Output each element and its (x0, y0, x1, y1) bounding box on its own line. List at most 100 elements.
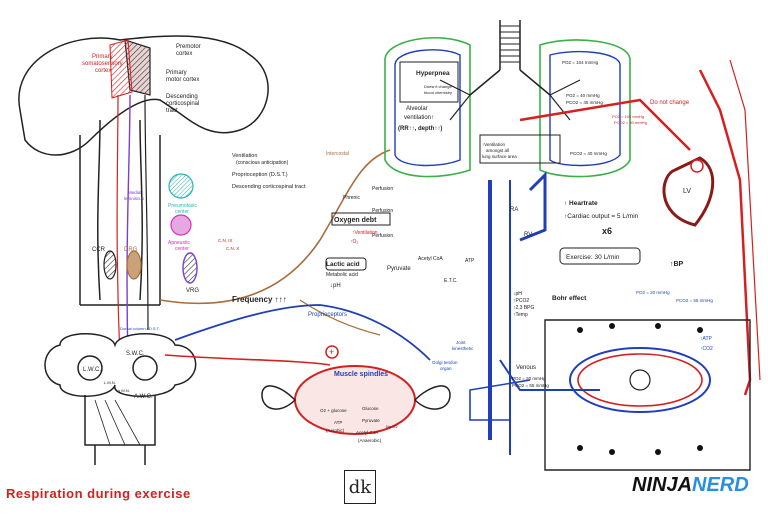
label-phrenic: Phrenic (343, 195, 360, 201)
label-cardiac-output: ↑Cardiac output = 5 L/min (564, 213, 639, 220)
cell-nuclei (577, 323, 703, 455)
label-lv: LV (683, 188, 691, 195)
label-right-pco2: PCO2 = 40 mmHg (614, 120, 647, 125)
label-ra: RA (510, 207, 518, 213)
label-hyperpnea: Hyperpnea (416, 70, 450, 77)
brand-logo: NINJANERD (632, 474, 749, 497)
label-primary-motor-2: motor cortex (166, 77, 199, 83)
label-bohr-1: ↓pH (513, 291, 522, 297)
label-oxygen-debt: Oxygen debt (334, 217, 377, 224)
svg-text:+: + (329, 347, 334, 357)
oxygen-debt-box (331, 212, 391, 226)
label-alveolar-vent: ventilation↑ (404, 115, 434, 121)
label-pneumotaxic-2: center (175, 209, 189, 215)
brain (18, 35, 269, 306)
proprioceptor-pathway (174, 304, 431, 361)
pulmonary-vein (519, 98, 691, 151)
label-bp: ↑BP (670, 261, 684, 268)
label-medial-lemniscus-2: lemniscus (124, 196, 145, 201)
label-premotor-2: cortex (176, 51, 192, 57)
capillary-bed (544, 319, 751, 471)
label-muscle-pyruvate: Pyruvate (362, 418, 380, 423)
label-pco2-45: PCO2 = 45 mmHg (566, 100, 603, 105)
exercise-box (559, 247, 641, 265)
label-pco2-40: PCO2 = 40 mmHg (570, 151, 607, 156)
note-ventilation: Ventilation (232, 153, 257, 159)
label-somatosensory-1: Primary (92, 54, 113, 60)
label-descending-3: tract (166, 108, 178, 114)
label-cap-co2: ↑CO2 (700, 346, 713, 352)
page-title: Respiration during exercise (6, 486, 191, 501)
label-lwc: L.W.C. (83, 367, 101, 373)
label-cn-10: C.N. X (226, 246, 239, 251)
label-o2-up: ↑O₂ (350, 239, 358, 245)
label-somatosensory-3: cortex (95, 68, 111, 74)
label-pyruvate: Pyruvate (387, 266, 411, 272)
label-etc: E.T.C. (444, 278, 458, 284)
label-cap-atp: ↑ATP (700, 336, 713, 342)
label-metabolic-acid: Metabolic acid (326, 272, 358, 278)
label-muscle-glucose: Glucose (362, 406, 379, 411)
label-perfusion-2: Perfusion (372, 208, 393, 214)
label-pneumotaxic-1: Pneumotaxic (168, 203, 197, 209)
label-x6: x6 (602, 226, 612, 236)
label-do-not-change: Do not change (650, 100, 690, 106)
label-amn: α M.N. (118, 388, 130, 393)
label-primary-motor-1: Primary (166, 70, 187, 76)
label-kinesthetic: kinesthetic (452, 346, 474, 351)
label-frequency: Frequency ↑↑↑ (232, 295, 287, 304)
label-venous-pco2: PCO2 = 55 mmHg (512, 383, 549, 388)
label-drg: DRG (124, 247, 138, 253)
ventilation-note-box (479, 134, 561, 164)
note-conscious: (conscious anticipation) (236, 160, 289, 166)
label-muscle-aerobic: (Aerobic) (326, 428, 345, 433)
apneustic-center-shape (170, 214, 192, 236)
label-apneustic-1: Apneustic (168, 240, 190, 246)
note-proprioception: Proprioception (D.S.T.) (232, 172, 288, 178)
label-muscle-atp: ATP (334, 420, 342, 425)
label-ph-down: ↓pH (330, 283, 341, 289)
label-bohr-effect: Bohr effect (552, 295, 587, 302)
label-venous-po2: PO2 = 20 mmHg (512, 376, 546, 381)
label-premotor-1: Premotor (176, 44, 201, 50)
label-cap-po2: PO2 = 20 mmHg (636, 290, 670, 295)
label-intercostal: Intercostal (326, 151, 349, 157)
label-muscle-spindles: Muscle spindles (334, 371, 388, 378)
label-bohr-2: ↑PCO2 (513, 298, 529, 304)
hyperpnea-box (399, 61, 459, 103)
label-lmn: L.M.N. (104, 380, 116, 385)
descending-tract-line (126, 94, 131, 361)
text-layer: Primary somatosensory cortex Premotor co… (82, 44, 713, 443)
label-vrg: VRG (186, 288, 199, 294)
motor-plus-icon (325, 345, 339, 359)
phrenic-nerve-line (159, 149, 391, 305)
label-bohr-4: ↑Temp (513, 312, 528, 318)
label-muscle-no-o2: No O2 (386, 424, 398, 429)
label-medial-lemniscus-1: Medial (128, 190, 141, 195)
label-rv: RV (524, 232, 532, 238)
label-awc: A.W.C. (134, 394, 153, 400)
note-corticospinal: Descending corticospinal tract (232, 184, 306, 190)
label-vent-note-1: ↑Ventilation (482, 142, 506, 147)
vrg-shape (182, 252, 198, 284)
label-hyperpnea-sub2: blood chemistry (424, 90, 452, 95)
label-swc: S.W.C. (126, 351, 145, 357)
muscle (261, 365, 451, 435)
label-muscle-anaerobic: (Anaerobic) (358, 438, 382, 443)
label-rr-depth: (RR↑↑, depth↑↑) (398, 126, 442, 132)
label-muscle-acetyl: Acetyl CoA (356, 430, 378, 435)
lactic-acid-box (325, 257, 367, 271)
label-hyperpnea-sub1: Doesn't change (424, 84, 452, 89)
ccr-shape (103, 250, 117, 280)
label-heartrate: ↑ Heartrate (564, 200, 598, 207)
label-muscle-o2: O2 + glucose (320, 408, 347, 413)
dk-logo: dk (344, 470, 376, 504)
label-somatosensory-2: somatosensory (82, 61, 123, 67)
label-vent-note-2: amongst all (486, 148, 509, 153)
label-bohr-3: ↑2,3 BPG (513, 305, 535, 311)
label-perfusion-1: Perfusion (372, 186, 393, 192)
drg-shape (126, 250, 142, 280)
label-ccr: CCR (92, 247, 106, 253)
sensory-tract-line (116, 94, 121, 361)
aorta (698, 69, 752, 396)
